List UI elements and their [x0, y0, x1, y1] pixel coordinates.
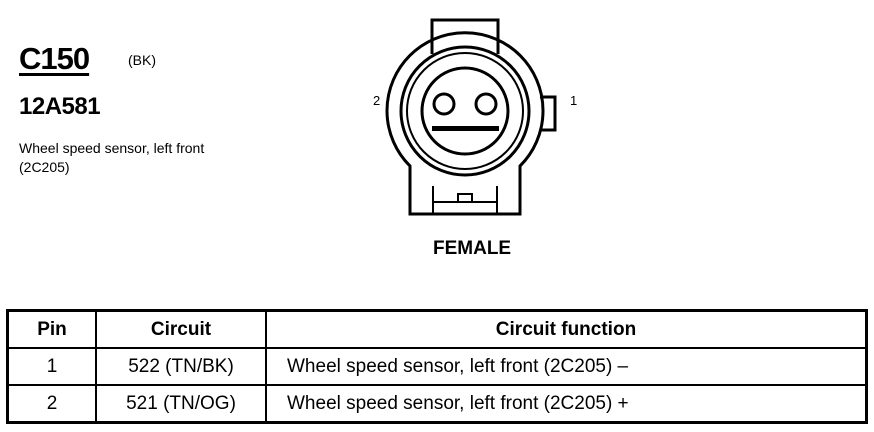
header-circuit: Circuit [95, 309, 267, 349]
pin-label-1: 1 [570, 93, 578, 108]
header-function: Circuit function [265, 309, 868, 349]
top-tab [430, 18, 500, 54]
pin-table: Pin Circuit Circuit function 1 522 (TN/B… [6, 309, 868, 424]
connector-gender: FEMALE [433, 238, 512, 259]
function-cell: Wheel speed sensor, left front (2C205) + [265, 384, 868, 424]
housing-outline [385, 31, 545, 216]
function-cell: Wheel speed sensor, left front (2C205) – [265, 347, 868, 386]
color-code: (BK) [128, 52, 156, 68]
table-row: 2 521 (TN/OG) Wheel speed sensor, left f… [6, 384, 868, 424]
inner-ring-outer [399, 45, 531, 177]
connector-diagram [385, 18, 557, 216]
pin-cell: 2 [6, 384, 97, 424]
pin-label-2: 2 [373, 93, 381, 108]
table-header-row: Pin Circuit Circuit function [6, 309, 868, 349]
pin-cavity-1 [474, 92, 498, 116]
circuit-cell: 521 (TN/OG) [95, 384, 267, 424]
inner-ring-middle [406, 52, 524, 170]
circuit-cell: 522 (TN/BK) [95, 347, 267, 386]
latch-bump [540, 95, 557, 132]
connector-description: Wheel speed sensor, left front (2C205) [19, 140, 205, 175]
bottom-lock [457, 193, 473, 203]
part-number: 12A581 [19, 93, 101, 120]
pin-cell: 1 [6, 347, 97, 386]
table-row: 1 522 (TN/BK) Wheel speed sensor, left f… [6, 347, 868, 386]
connector-id: C150 [19, 41, 90, 76]
header-pin: Pin [6, 309, 97, 349]
keyway-bar [432, 126, 499, 131]
inner-ring-face [420, 66, 510, 156]
pin-cavity-2 [432, 92, 456, 116]
